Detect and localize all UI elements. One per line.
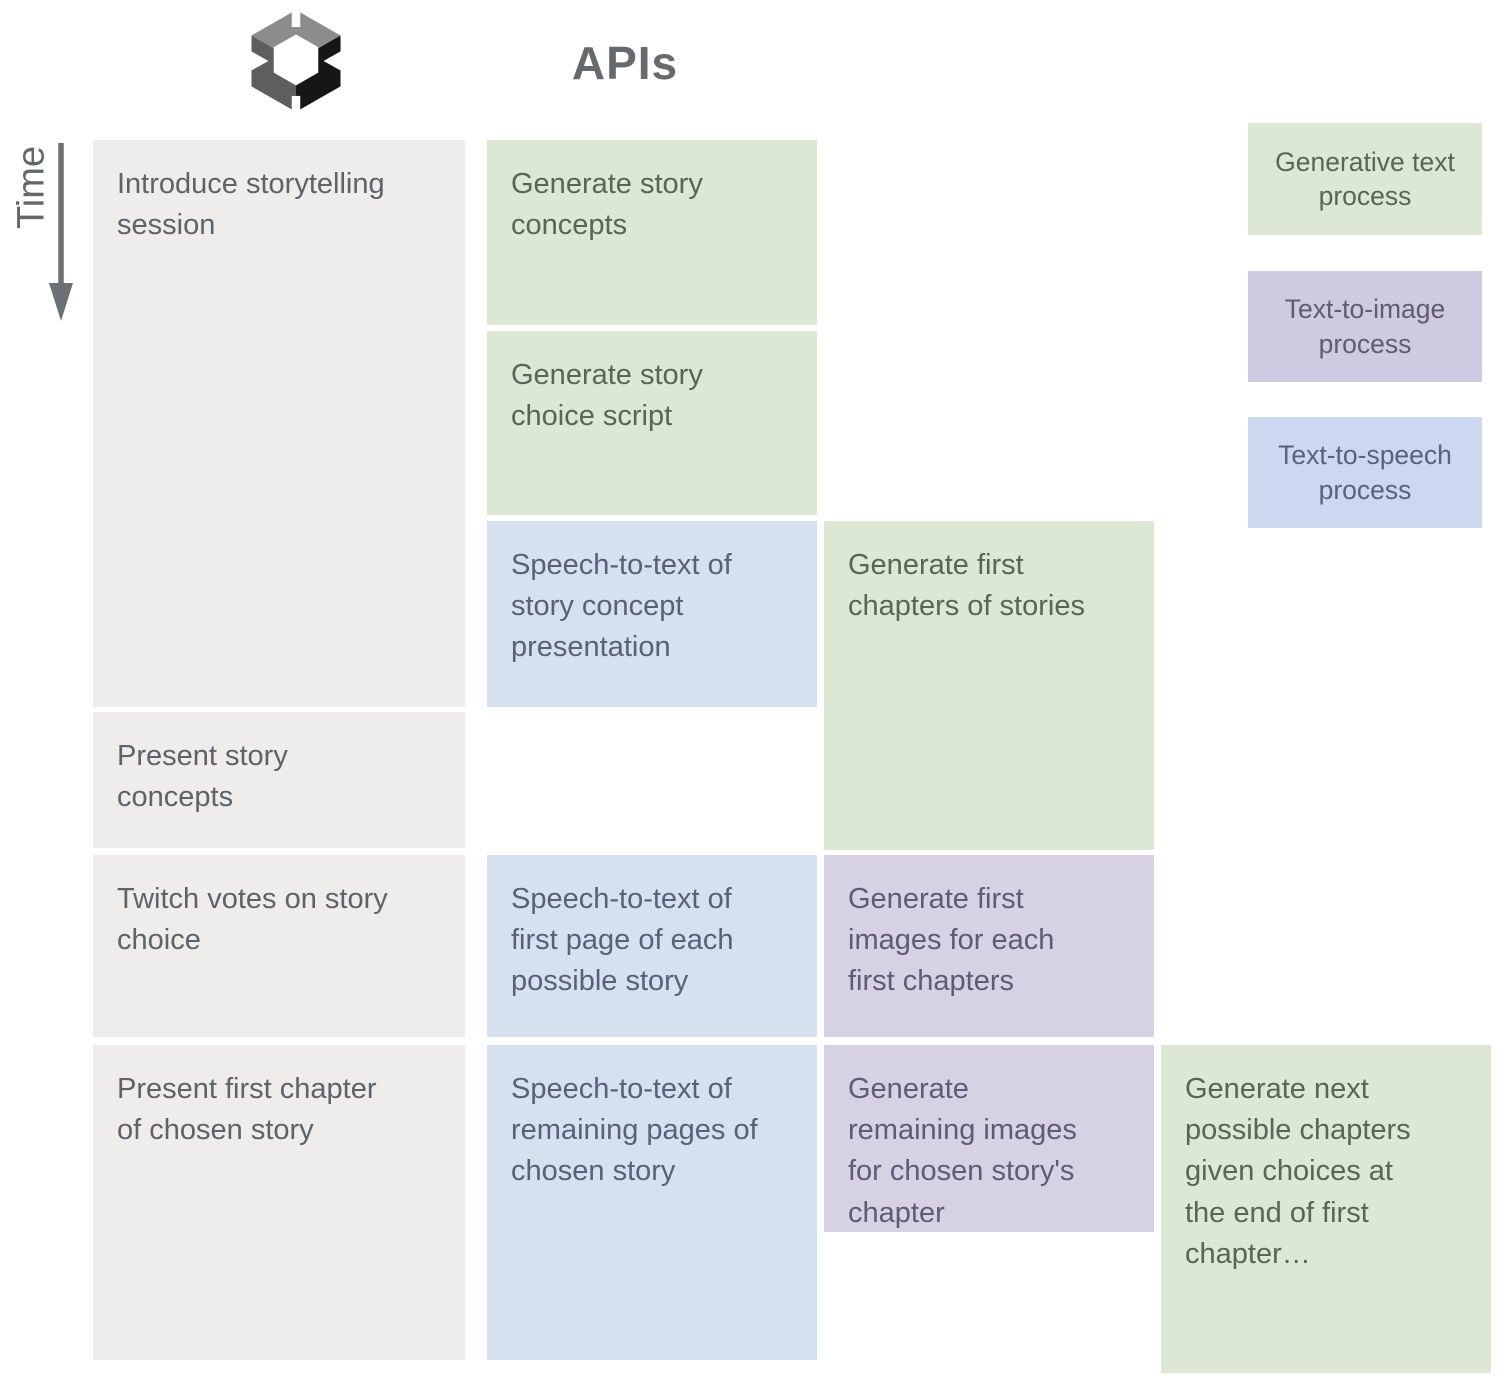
box-generate-remaining-images-for-chosen-storys-chapter: Generate remaining images for chosen sto… [824, 1045, 1154, 1232]
box-present-story-concepts: Present story concepts [93, 712, 465, 848]
legend-text-to-image-process: Text-to-image process [1248, 271, 1482, 382]
box-speech-to-text-first-page-each-possible-story: Speech-to-text of first page of each pos… [487, 855, 817, 1037]
box-generate-story-choice-script: Generate story choice script [487, 331, 817, 515]
box-generate-first-chapters-of-stories: Generate first chapters of stories [824, 521, 1154, 850]
legend-text-to-speech-process: Text-to-speech process [1248, 417, 1482, 528]
box-speech-to-text-remaining-pages-of-chosen-story: Speech-to-text of remaining pages of cho… [487, 1045, 817, 1360]
legend-generative-text-process: Generative text process [1248, 123, 1482, 235]
box-present-first-chapter-of-chosen-story: Present first chapter of chosen story [93, 1045, 465, 1360]
box-generate-story-concepts: Generate story concepts [487, 140, 817, 325]
page-title: APIs [571, 37, 679, 89]
time-axis-arrow-icon [49, 143, 73, 321]
box-introduce-storytelling-session: Introduce storytelling session [93, 140, 465, 707]
box-generate-next-possible-chapters: Generate next possible chapters given ch… [1161, 1045, 1491, 1373]
box-generate-first-images-for-each-first-chapters: Generate first images for each first cha… [824, 855, 1154, 1037]
box-twitch-votes-on-story-choice: Twitch votes on story choice [93, 855, 465, 1037]
box-speech-to-text-story-concept-presentation: Speech-to-text of story concept presenta… [487, 521, 817, 707]
unity-logo-icon [251, 6, 341, 118]
